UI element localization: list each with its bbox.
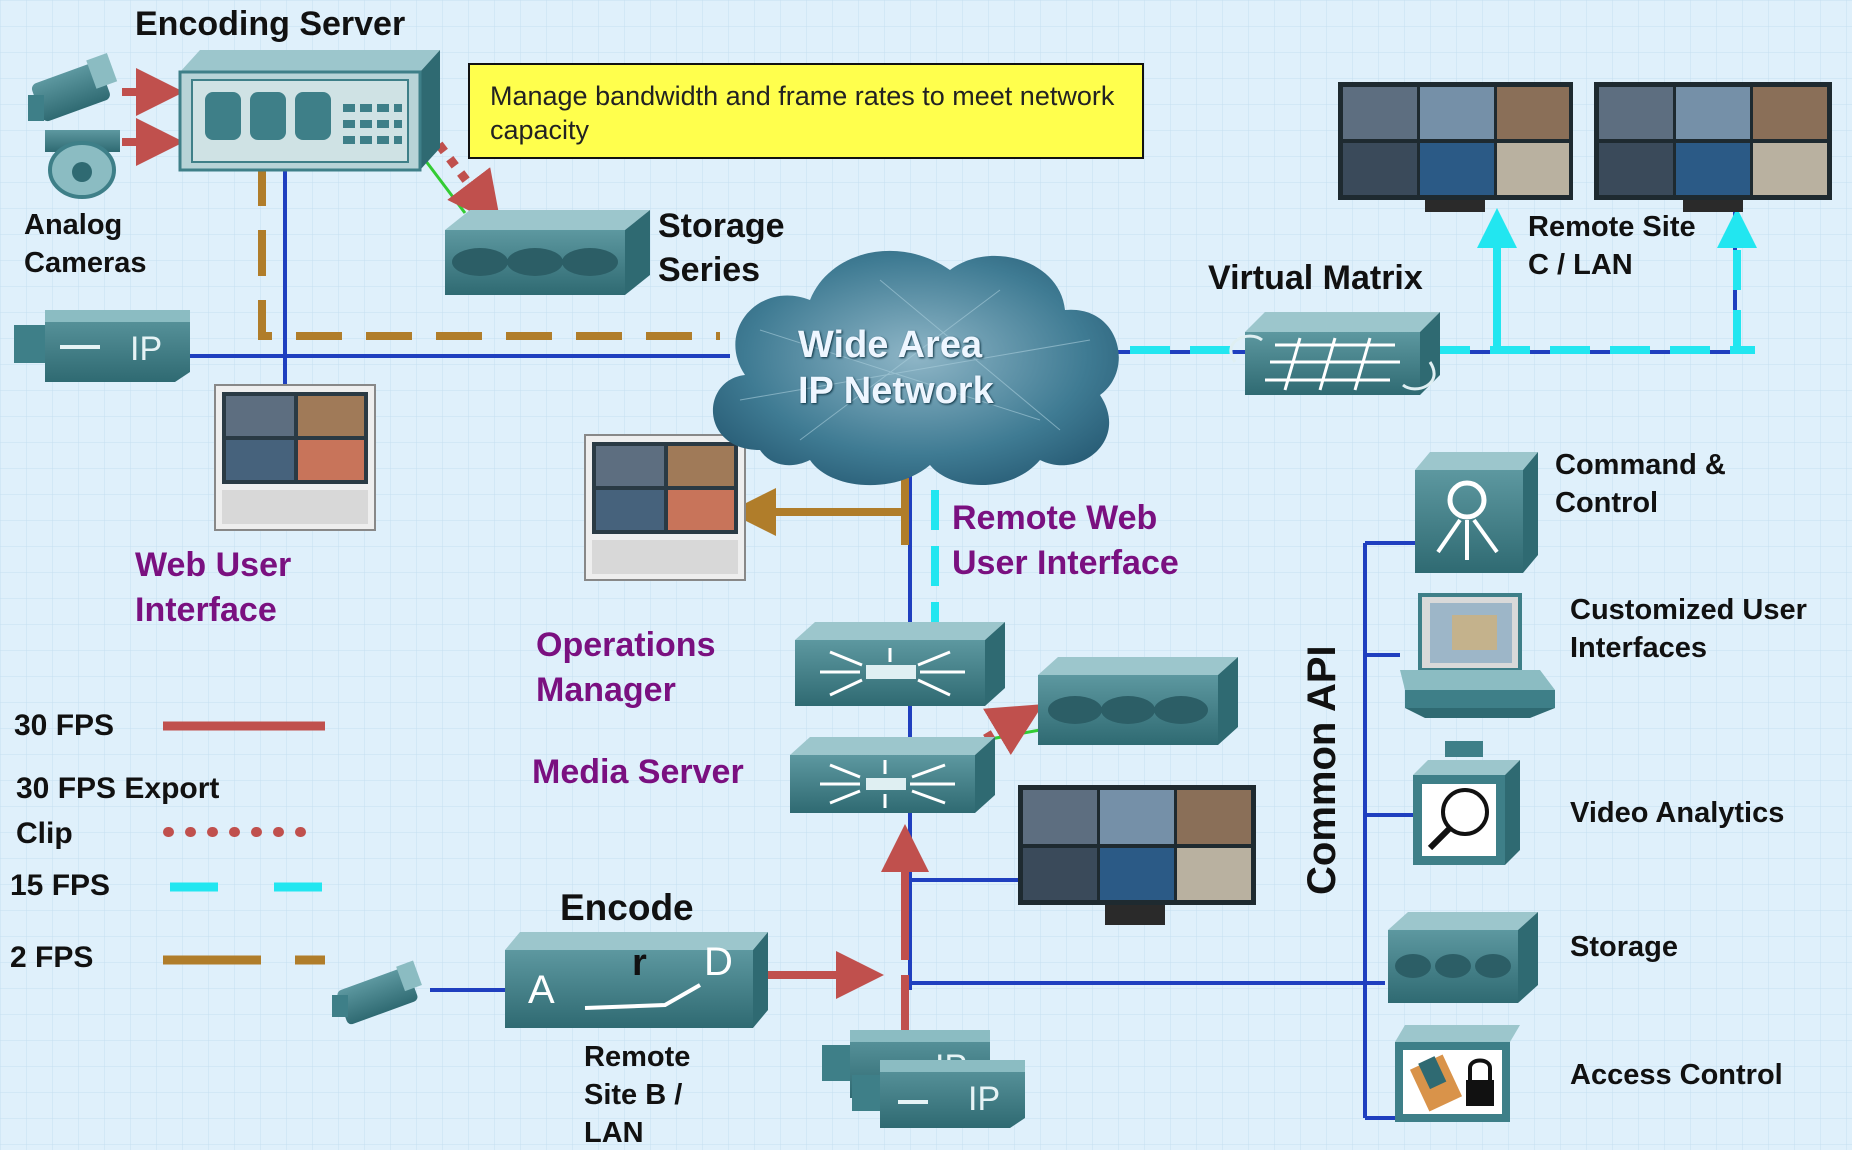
storage-icon	[1388, 912, 1538, 1003]
remote-web-ui-label-2: User Interface	[952, 544, 1179, 582]
storage-series-label: Storage	[658, 207, 785, 245]
encoder-d: D	[704, 940, 733, 984]
storage-series-icon	[445, 210, 650, 295]
encoding-server-label: Encoding Server	[135, 5, 406, 43]
operations-manager-label: Operations	[536, 626, 716, 664]
encoder-r: r	[632, 942, 647, 984]
media-server-icon	[790, 737, 995, 813]
dome-camera-icon	[45, 130, 120, 199]
remote-site-b-label-2: Site B /	[584, 1079, 683, 1111]
ip-camera-icon: IP	[14, 310, 190, 382]
remote-site-b-label-3: LAN	[584, 1117, 644, 1149]
access-control-icon	[1395, 1025, 1520, 1122]
video-analytics-icon	[1413, 741, 1520, 865]
web-ui-label-2: Interface	[135, 591, 277, 629]
video-wall-icon	[1338, 82, 1573, 212]
common-api-label: Common API	[1300, 645, 1344, 895]
remote-web-ui-label: Remote Web	[952, 499, 1158, 537]
analog-camera-icon	[332, 960, 422, 1025]
storage-series-label-2: Series	[658, 251, 761, 289]
operations-manager-icon	[795, 622, 1005, 706]
legend-label-fps2: 2 FPS	[10, 941, 94, 974]
storage-array-icon	[1038, 657, 1238, 745]
analog-camera-icon	[28, 53, 118, 122]
wan-label-2: IP Network	[798, 370, 994, 412]
web-ui-label: Web User	[135, 546, 292, 584]
fps2-links	[258, 160, 909, 545]
encoder-a: A	[528, 968, 555, 1012]
remote-site-c-label-2: C / LAN	[1528, 249, 1633, 281]
legend-label-fps30: 30 FPS	[14, 709, 115, 742]
video-wall-icon	[1594, 82, 1832, 212]
workstation-icon	[1400, 593, 1555, 718]
virtual-matrix-label: Virtual Matrix	[1208, 259, 1423, 297]
wan-label: Wide Area	[798, 324, 983, 366]
legend-label-fps30-export-2: Clip	[16, 817, 73, 850]
monitor-icon	[214, 384, 376, 531]
analog-cameras-label-2: Cameras	[24, 247, 147, 279]
encoding-server-icon	[178, 50, 440, 172]
ip-tag: IP	[130, 330, 162, 368]
analog-cameras-label: Analog	[24, 209, 123, 241]
remote-site-b-label: Remote	[584, 1041, 691, 1073]
command-control-icon	[1415, 452, 1538, 573]
legend-label-fps15: 15 FPS	[10, 869, 111, 902]
fps15-links	[931, 208, 1757, 622]
operations-manager-label-2: Manager	[536, 671, 676, 709]
virtual-matrix-icon	[1229, 312, 1440, 395]
encode-label: Encode	[560, 887, 694, 928]
monitor-icon	[584, 434, 746, 581]
command-control-label: Command &	[1555, 449, 1726, 481]
remote-site-c-label: Remote Site	[1528, 211, 1696, 243]
media-server-label: Media Server	[532, 753, 744, 791]
custom-ui-label-2: Interfaces	[1570, 632, 1708, 664]
legend-lines	[163, 721, 327, 965]
svg-text:IP: IP	[968, 1080, 1000, 1118]
ip-camera-icon: IP	[852, 1060, 1025, 1128]
storage-label: Storage	[1570, 931, 1678, 963]
cloud-icon	[712, 250, 1119, 486]
legend-label-fps30-export: 30 FPS Export	[16, 772, 220, 805]
video-wall-icon	[1018, 785, 1256, 925]
video-analytics-label: Video Analytics	[1570, 797, 1785, 829]
callout-note: Manage bandwidth and frame rates to meet…	[468, 63, 1144, 159]
command-control-label-2: Control	[1555, 487, 1659, 519]
encoder-icon: A r D	[505, 932, 768, 1028]
custom-ui-label: Customized User	[1570, 594, 1807, 626]
access-control-label: Access Control	[1570, 1059, 1783, 1091]
